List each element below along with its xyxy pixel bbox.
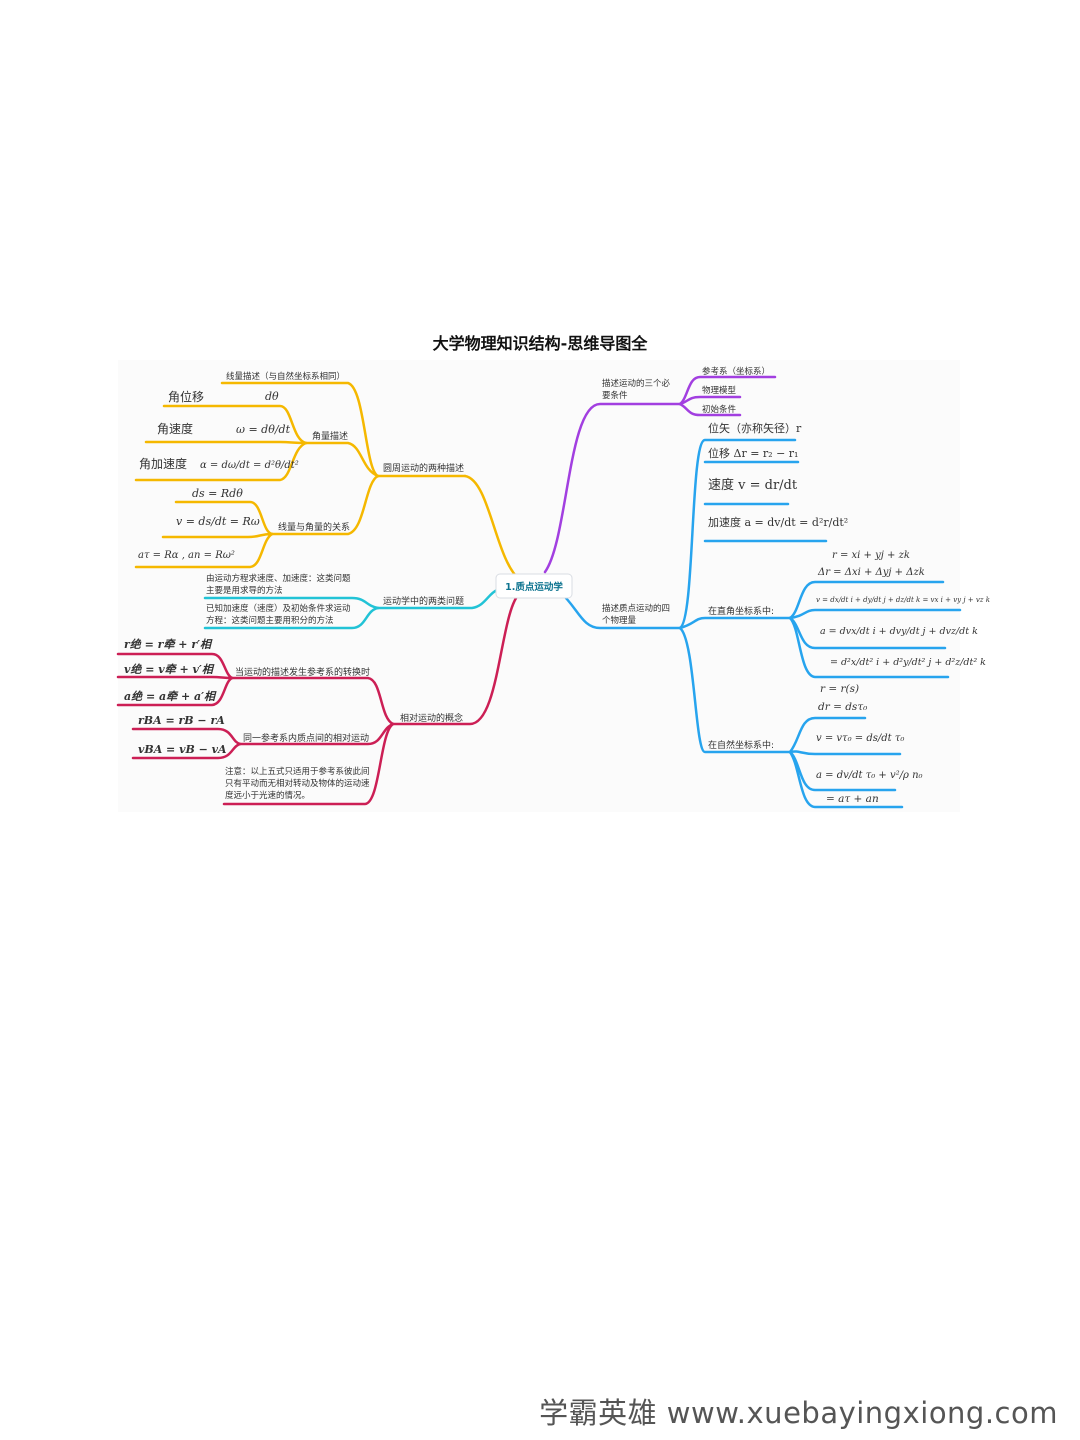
relation-formula-1: ds = Rdθ	[192, 487, 243, 500]
condition-initial: 初始条件	[702, 404, 737, 415]
three-conditions-label: 描述运动的三个必要条件	[602, 379, 671, 401]
cartesian-position: r = xi + yj + zk	[832, 550, 910, 561]
problem-derivative: 由运动方程求速度、加速度：这类问题主要是用求导的方法	[206, 574, 351, 596]
branch-circular-motion	[134, 381, 522, 582]
acceleration: 加速度 a = dv/dt = d²r/dt²	[708, 515, 848, 529]
branch-two-problems	[203, 588, 499, 630]
relation-formula-2: v = ds/dt = Rω	[176, 515, 260, 528]
angular-velocity-formula: ω = dθ/dt	[236, 423, 291, 436]
absolute-acceleration-formula: a绝 = a牵 + a′相	[124, 690, 217, 703]
angular-velocity-name: 角速度	[157, 421, 193, 436]
position-vector: 位矢（亦称矢径）r	[708, 421, 802, 435]
condition-physical-model: 物理模型	[702, 385, 737, 396]
absolute-velocity-formula: v绝 = v牵 + v′相	[124, 663, 215, 676]
angular-displacement-name: 角位移	[168, 389, 204, 404]
relative-motion-note: 注意：以上五式只适用于参考系彼此间只有平动而无相对转动及物体的运动速度远小于光速…	[225, 767, 370, 801]
natural-position: r = r(s)	[820, 683, 859, 695]
site-watermark: 学霸英雄 www.xuebayingxiong.com	[539, 1396, 1058, 1430]
circular-motion-label: 圆周运动的两种描述	[383, 462, 464, 474]
relative-motion-label: 相对运动的概念	[400, 712, 463, 724]
cartesian-label: 在直角坐标系中:	[708, 605, 774, 617]
absolute-position-formula: r绝 = r牵 + r′相	[124, 638, 213, 651]
velocity: 速度 v = dr/dt	[708, 477, 798, 493]
linear-angular-relation-label: 线量与角量的关系	[278, 521, 350, 533]
condition-reference-frame: 参考系（坐标系）	[702, 366, 770, 377]
relative-position-formula: rBA = rB − rA	[138, 714, 225, 727]
cartesian-acceleration: a = dvx/dt i + dvy/dt j + dvz/dt k	[820, 626, 978, 637]
branch-four-quantities	[558, 438, 962, 809]
branch-relative-motion	[116, 591, 522, 806]
displacement: 位移 Δr = r₂ − r₁	[708, 446, 798, 460]
branch-three-conditions	[543, 375, 777, 574]
angular-acceleration-name: 角加速度	[139, 456, 187, 471]
natural-label: 在自然坐标系中:	[708, 739, 774, 751]
page-title: 大学物理知识结构-思维导图全	[432, 334, 648, 353]
same-frame-label: 同一参考系内质点间的相对运动	[243, 732, 369, 744]
linear-description-label: 线量描述（与自然坐标系相同）	[226, 371, 345, 382]
relation-formula-3: aτ = Rα , an = Rω²	[138, 550, 235, 561]
natural-velocity: v = vτ₀ = ds/dt τ₀	[816, 733, 904, 744]
problem-integral: 已知加速度（速度）及初始条件求运动方程：这类问题主要用积分的方法	[206, 604, 351, 626]
two-problems-label: 运动学中的两类问题	[383, 595, 464, 607]
cartesian-acceleration-second: = d²x/dt² i + d²y/dt² j + d²z/dt² k	[830, 657, 986, 668]
root-label: 1.质点运动学	[505, 581, 563, 593]
angular-acceleration-formula: α = dω/dt = d²θ/dt²	[200, 460, 299, 471]
natural-acceleration: a = dv/dt τ₀ + v²/ρ n₀	[816, 770, 923, 781]
root-node: 1.质点运动学	[495, 573, 573, 599]
natural-displacement: dr = dsτ₀	[818, 701, 868, 713]
frame-change-label: 当运动的描述发生参考系的转换时	[235, 666, 370, 678]
angular-displacement-formula: dθ	[265, 390, 279, 403]
angular-description-label: 角量描述	[312, 430, 348, 442]
natural-acceleration-components: = aτ + an	[826, 793, 879, 805]
four-quantities-label: 描述质点运动的四个物理量	[602, 604, 671, 626]
cartesian-displacement: Δr = Δxi + Δyj + Δzk	[817, 567, 925, 578]
cartesian-velocity: v = dx/dt i + dy/dt j + dz/dt k = vx i +…	[816, 596, 990, 604]
relative-velocity-formula: vBA = vB − vA	[138, 743, 227, 756]
